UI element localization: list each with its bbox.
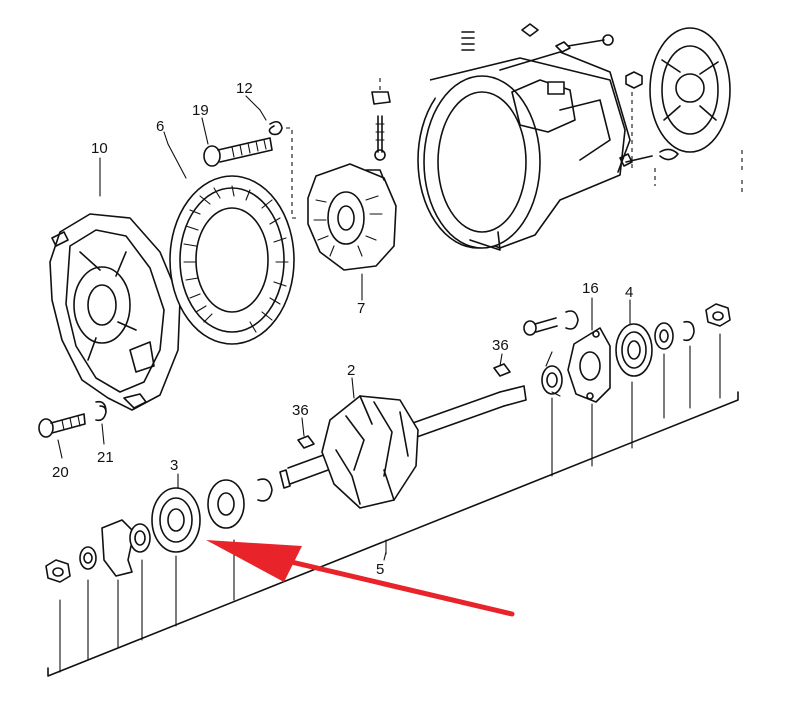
bolt-right: [523, 317, 558, 336]
circlip-right-2: [683, 320, 695, 342]
washer-front-2: [129, 523, 151, 553]
label-21: 21: [97, 449, 114, 466]
part-2-rotor: [279, 385, 527, 509]
part-19-bolt: [203, 137, 273, 167]
part-36-key-lower: [297, 435, 315, 449]
part-36-key-upper: [493, 363, 511, 377]
label-20: 20: [52, 464, 69, 481]
label-5: 5: [376, 561, 384, 578]
leader-lines: [57, 95, 631, 561]
label-10: 10: [91, 140, 108, 157]
part-6-stator: [169, 175, 295, 345]
spacer-plate-front: [101, 519, 135, 577]
part-12-clip: [268, 120, 300, 219]
spacer-ring-front: [207, 479, 245, 529]
label-36-upper: 36: [492, 337, 509, 354]
label-2: 2: [347, 362, 355, 379]
washer-right-1: [654, 322, 674, 350]
label-36-lower: 36: [292, 402, 309, 419]
label-3: 3: [170, 457, 178, 474]
part-10-end-frame: [49, 213, 181, 411]
part-16-plate: [567, 327, 611, 403]
part-20-bolt: [38, 413, 86, 438]
label-19: 19: [192, 102, 209, 119]
circlip-right: [565, 310, 579, 330]
part-21-washer: [95, 400, 107, 422]
small-fasteners-top-right: [555, 34, 743, 192]
washer-left-of-16: [541, 365, 563, 395]
label-4: 4: [625, 284, 633, 301]
alternator-housing: [417, 23, 631, 251]
end-cover-right: [649, 27, 731, 153]
circlip-front: [257, 478, 273, 502]
label-12: 12: [236, 80, 253, 97]
part-7-rectifier: [307, 78, 397, 271]
label-7: 7: [357, 300, 365, 317]
assembly-bracket-5: [47, 333, 739, 677]
label-6: 6: [156, 118, 164, 135]
part-4-bearing: [615, 323, 653, 377]
red-arrow: [206, 540, 515, 617]
part-3-bearing: [151, 487, 201, 553]
washer-front-1: [79, 546, 97, 570]
nut-right: [705, 303, 731, 327]
nut-front: [45, 559, 71, 583]
label-16: 16: [582, 280, 599, 297]
